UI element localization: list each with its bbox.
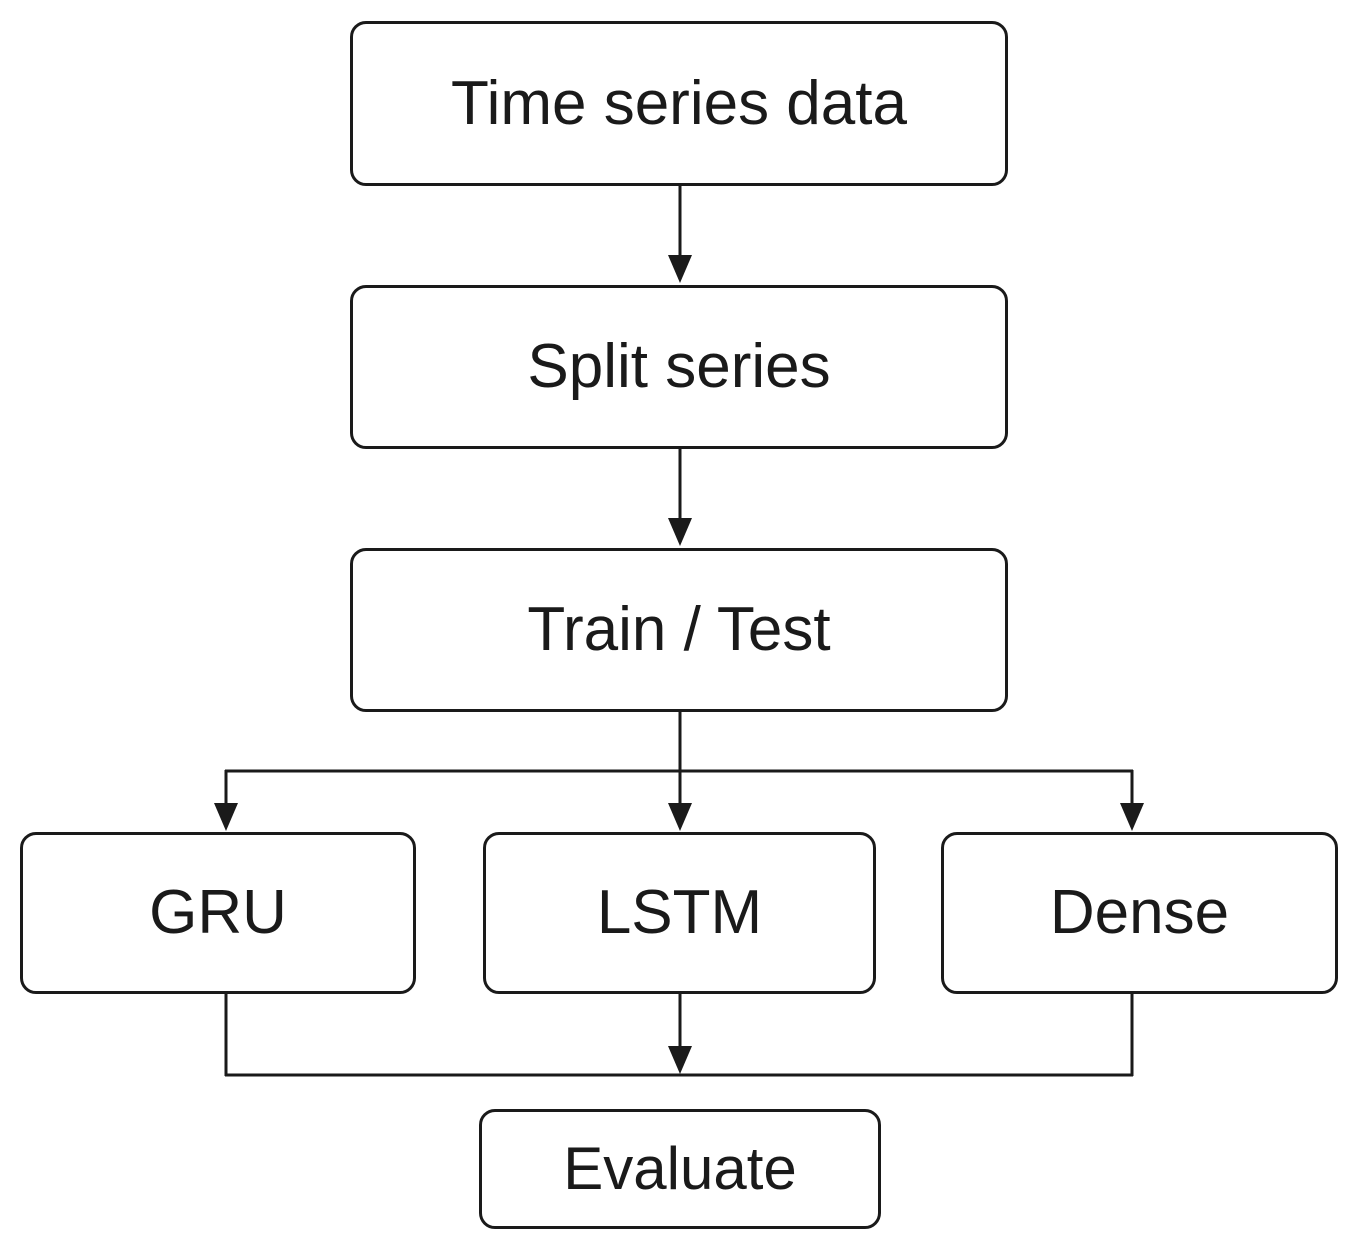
node-label: Time series data <box>451 68 907 138</box>
node-train-test: Train / Test <box>350 548 1008 712</box>
arrowhead-lstm <box>668 803 692 831</box>
arrowhead-train-test <box>668 518 692 546</box>
node-label: Train / Test <box>527 595 831 664</box>
node-split-series: Split series <box>350 285 1008 449</box>
node-gru: GRU <box>20 832 416 994</box>
node-label: Split series <box>527 332 831 401</box>
node-time-series-data: Time series data <box>350 21 1008 186</box>
arrowhead-split <box>668 255 692 283</box>
node-label: Dense <box>1049 878 1230 947</box>
arrowhead-gru <box>214 803 238 831</box>
node-lstm: LSTM <box>483 832 876 994</box>
node-dense: Dense <box>941 832 1338 994</box>
arrowhead-merge <box>668 1046 692 1074</box>
node-label: LSTM <box>596 878 763 947</box>
node-label: Evaluate <box>563 1135 797 1202</box>
node-evaluate: Evaluate <box>479 1109 881 1229</box>
arrowhead-dense <box>1120 803 1144 831</box>
node-label: GRU <box>149 878 287 947</box>
